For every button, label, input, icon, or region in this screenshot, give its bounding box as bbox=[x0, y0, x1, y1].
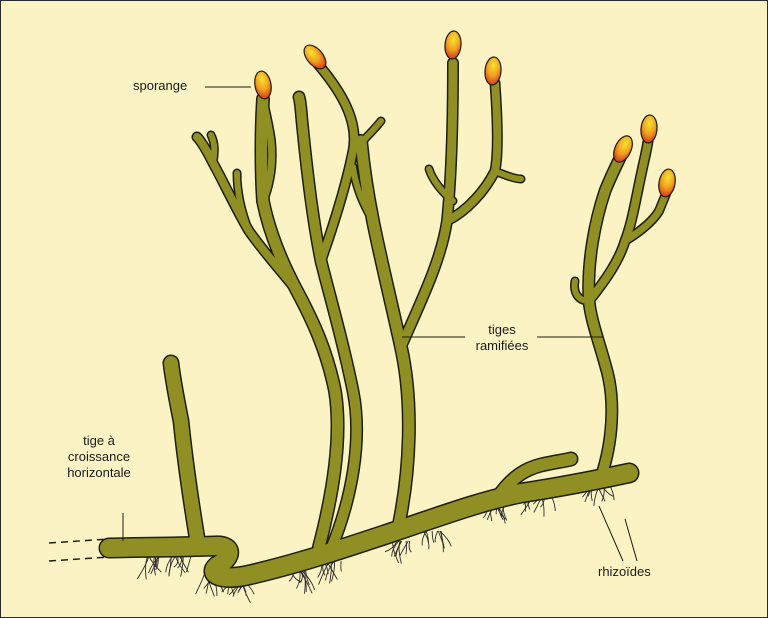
rhizoid-tuft-7 bbox=[384, 540, 412, 564]
central-twig-c bbox=[426, 166, 456, 204]
central-branch-right bbox=[396, 58, 458, 352]
stem-continuation-dashes bbox=[48, 538, 110, 562]
rhizoid-tuft-8 bbox=[421, 530, 452, 553]
sporangium-7 bbox=[658, 168, 676, 198]
label-tiges-line2: ramifiées bbox=[475, 338, 529, 353]
label-rhizoides: rhizoïdes bbox=[598, 564, 651, 579]
left-side-twig bbox=[234, 170, 252, 234]
central-main-stem bbox=[355, 135, 415, 539]
label-horiz-line2: croissance bbox=[67, 449, 131, 464]
label-horiz-line3: horizontale bbox=[67, 465, 131, 480]
leader-lines bbox=[122, 86, 638, 562]
label-horiz-line1: tige à bbox=[83, 433, 115, 448]
left-branch-hook bbox=[208, 132, 218, 166]
central-twig-a bbox=[350, 164, 376, 224]
rhizoid-tuft-1 bbox=[136, 555, 162, 580]
left-branch-mid bbox=[259, 95, 276, 205]
sporangium-6 bbox=[640, 114, 658, 144]
sporangium-1 bbox=[254, 70, 272, 100]
rhizoid-tuft-2 bbox=[165, 555, 192, 577]
horizontal-stem bbox=[100, 464, 638, 587]
left-main-stem bbox=[256, 93, 344, 553]
label-tiges-ramifiees: tiges ramifiées bbox=[467, 322, 537, 354]
sporangium-2 bbox=[303, 44, 327, 70]
sporangia-group bbox=[254, 30, 676, 198]
sporangium-3 bbox=[444, 30, 462, 60]
stems-fill-layer bbox=[100, 58, 671, 587]
label-tiges-line1: tiges bbox=[488, 322, 516, 337]
sporangium-4 bbox=[484, 56, 502, 86]
label-sporange: sporange bbox=[133, 78, 188, 93]
sporangium-5 bbox=[613, 135, 633, 163]
leader-rhizoides-1 bbox=[598, 505, 624, 562]
short-upright-stem bbox=[164, 356, 204, 545]
middle-branch-right bbox=[350, 118, 384, 154]
label-tige-horizontale: tige à croissance horizontale bbox=[53, 433, 145, 481]
right-twig bbox=[571, 278, 592, 304]
upturned-branch-tip bbox=[495, 453, 577, 499]
rhizoid-tuft-5 bbox=[288, 570, 316, 594]
central-twig-b bbox=[492, 168, 524, 182]
middle-main-stem bbox=[294, 92, 362, 554]
leader-rhizoides-2 bbox=[624, 518, 638, 562]
right-branch-mid bbox=[585, 127, 653, 305]
left-branch-outer bbox=[193, 133, 301, 295]
